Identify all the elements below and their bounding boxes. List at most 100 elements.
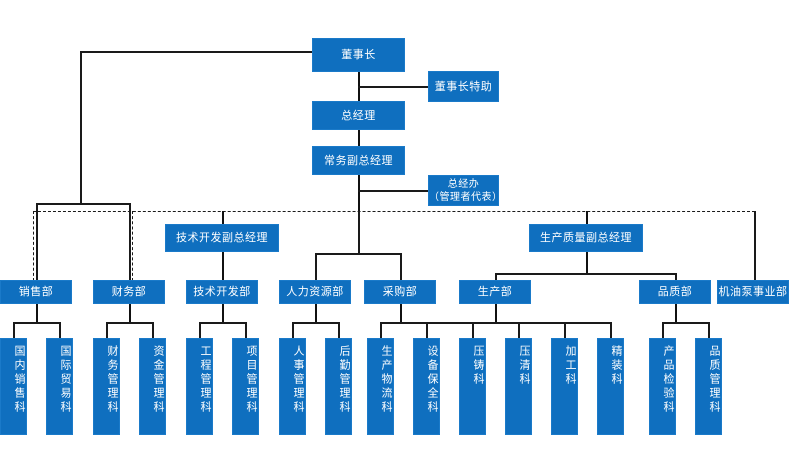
node-executive-deputy-gm-label: 常务副总经理 [324,153,393,167]
node-finance-dept-label: 财务部 [111,285,147,299]
node-section-quality-mgmt[interactable]: 品质管理科 [695,338,722,435]
connector-gm-to-exec-deputy [358,129,360,147]
node-section-project-mgmt[interactable]: 项目管理科 [232,338,259,435]
connector-to-production-dept [495,273,497,280]
connector-to-purchasing-dept [400,253,402,280]
node-executive-deputy-gm[interactable]: 常务副总经理 [312,146,405,175]
node-production-dept[interactable]: 生产部 [459,280,531,304]
node-quality-dept[interactable]: 品质部 [639,280,711,304]
node-gm-office-label-line2: （管理者代表） [429,191,503,203]
connector-chairman-left-branch-h [80,51,312,53]
node-section-finance-mgmt-label: 财务管理科 [106,345,119,415]
node-section-machining[interactable]: 加工科 [551,338,578,435]
node-section-production-logistics-label: 生产物流科 [380,345,393,415]
connector-trunk-to-oil-pump [754,211,756,280]
node-oil-pump-division[interactable]: 机油泵事业部 [717,280,789,304]
node-hr-dept-label: 人力资源部 [286,285,344,299]
connector-tech-deputy-to-dept [222,252,224,280]
connector-finance-bracket [106,322,152,324]
connector-quality-child-1 [662,322,664,338]
node-purchasing-dept[interactable]: 采购部 [364,280,436,304]
node-chairman-assistant[interactable]: 董事长特助 [428,71,499,102]
connector-dashed-trunk [33,211,755,212]
node-section-personnel-mgmt[interactable]: 人事管理科 [279,338,306,435]
connector-purchasing-stem [400,303,402,323]
connector-sales-finance-bracket [36,203,130,205]
connector-finance-child-2 [152,322,154,338]
node-production-dept-label: 生产部 [477,285,513,299]
node-section-die-casting[interactable]: 压铸科 [459,338,486,435]
node-gm-office-label-line1: 总经办 [447,178,480,190]
connector-trunk-to-hr-purchasing-stem [358,211,360,253]
connector-production-stem [495,303,497,323]
node-prod-quality-deputy-gm-label: 生产质量副总经理 [540,231,632,245]
node-section-product-inspection-label: 产品检验科 [662,345,675,415]
connector-quality-bracket [662,322,708,324]
connector-sales-bracket [13,322,59,324]
node-section-fund-mgmt[interactable]: 资金管理科 [139,338,166,435]
node-general-manager-label: 总经理 [341,108,376,122]
connector-quality-child-2 [708,322,710,338]
connector-production-child-4 [518,322,520,338]
node-section-pressure-cleaning[interactable]: 压清科 [505,338,532,435]
node-sales-dept-label: 销售部 [18,285,54,299]
connector-hr-bracket [292,322,338,324]
connector-hr-child-2 [338,322,340,338]
node-oil-pump-division-label: 机油泵事业部 [718,285,788,299]
connector-to-sales-dept [36,203,38,280]
node-section-pressure-cleaning-label: 压清科 [518,345,531,387]
node-section-production-logistics[interactable]: 生产物流科 [367,338,394,435]
connector-sales-stem [36,303,38,323]
node-prod-quality-deputy-gm[interactable]: 生产质量副总经理 [529,224,643,252]
connector-production-child-6 [610,322,612,338]
node-tech-dev-dept[interactable]: 技术开发部 [186,280,258,304]
node-section-equipment-maintenance-label: 设备保全科 [426,345,439,415]
connector-to-hr-dept [315,253,317,280]
connector-techdev-bracket [199,322,245,324]
connector-dashed-sales-left [33,211,34,281]
node-section-domestic-sales[interactable]: 国内销售科 [0,338,27,435]
connector-finance-stem [129,303,131,323]
connector-exec-deputy-to-gm-office [358,190,428,192]
node-section-finishing[interactable]: 精装科 [597,338,624,435]
connector-sales-child-2 [59,322,61,338]
connector-sales-child-1 [13,322,15,338]
connector-production-child-5 [564,322,566,338]
connector-to-quality-dept [675,273,677,280]
connector-to-finance-dept [129,203,131,280]
node-section-logistics-mgmt-label: 后勤管理科 [338,345,351,415]
node-section-engineering-mgmt-label: 工程管理科 [199,345,212,415]
node-gm-office[interactable]: 总经办 （管理者代表） [428,175,503,206]
connector-production-child-1 [380,322,382,338]
node-section-product-inspection[interactable]: 产品检验科 [649,338,676,435]
connector-hr-stem [315,303,317,323]
node-tech-dev-dept-label: 技术开发部 [193,285,251,299]
node-section-intl-trade-label: 国际贸易科 [59,345,72,415]
node-section-quality-mgmt-label: 品质管理科 [708,345,721,415]
node-section-engineering-mgmt[interactable]: 工程管理科 [186,338,213,435]
node-section-domestic-sales-label: 国内销售科 [13,345,26,415]
node-section-fund-mgmt-label: 资金管理科 [152,345,165,415]
connector-production-child-2 [426,322,428,338]
node-tech-dev-deputy-gm[interactable]: 技术开发副总经理 [165,224,279,252]
node-general-manager[interactable]: 总经理 [312,101,405,130]
connector-dashed-finance-left [132,211,133,281]
node-section-intl-trade[interactable]: 国际贸易科 [46,338,73,435]
connector-finance-child-1 [106,322,108,338]
connector-trunk-to-prod-deputy [586,211,588,225]
node-section-finance-mgmt[interactable]: 财务管理科 [93,338,120,435]
node-section-personnel-mgmt-label: 人事管理科 [292,345,305,415]
node-section-project-mgmt-label: 项目管理科 [245,345,258,415]
connector-quality-stem [675,303,677,323]
node-finance-dept[interactable]: 财务部 [93,280,165,304]
node-sales-dept[interactable]: 销售部 [0,280,72,304]
node-section-logistics-mgmt[interactable]: 后勤管理科 [325,338,352,435]
connector-chairman-to-assistant [358,86,429,88]
connector-techdev-child-1 [199,322,201,338]
node-chairman[interactable]: 董事长 [312,38,405,72]
node-section-equipment-maintenance[interactable]: 设备保全科 [413,338,440,435]
node-section-finishing-label: 精装科 [610,345,623,387]
node-hr-dept[interactable]: 人力资源部 [279,280,351,304]
node-purchasing-dept-label: 采购部 [382,285,418,299]
